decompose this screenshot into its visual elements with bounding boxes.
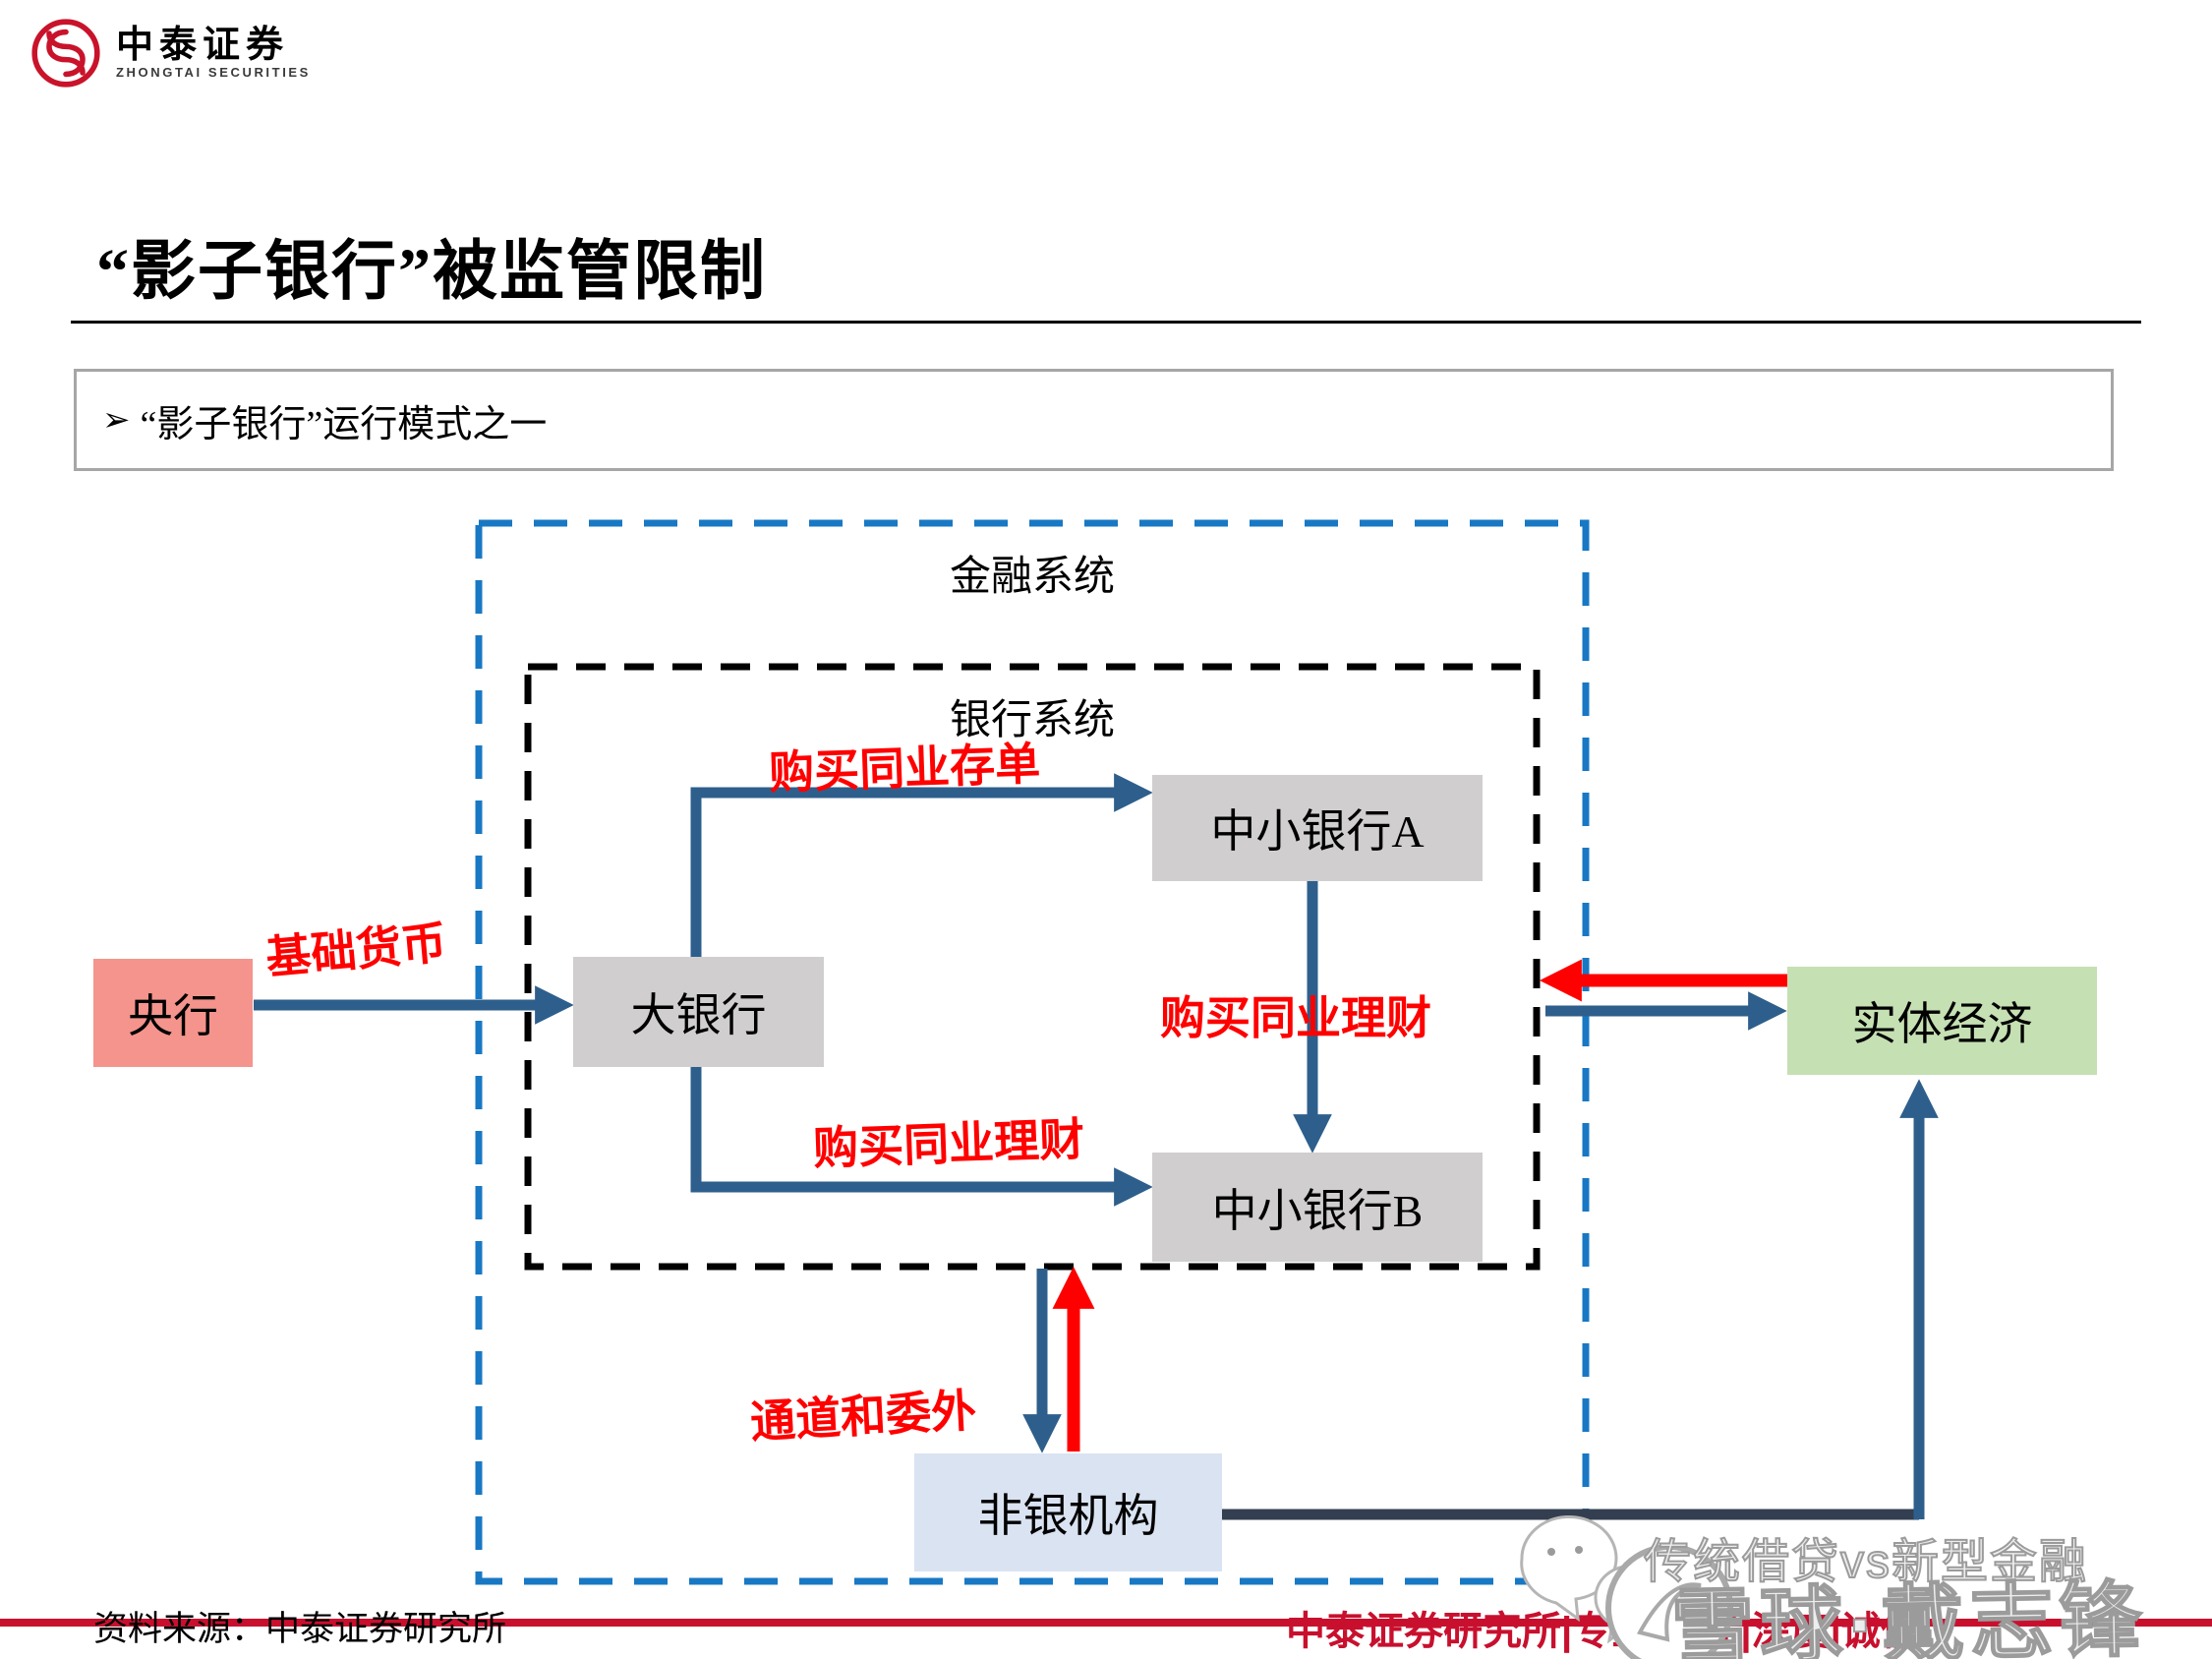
brand-name-cn: 中泰证券 bbox=[116, 24, 290, 66]
node-real-economy: 实体经济 bbox=[1787, 967, 2097, 1075]
footer-source: 资料来源：中泰证券研究所 bbox=[93, 1610, 507, 1648]
brand-logo: 中泰证券 ZHONGTAI SECURITIES bbox=[29, 14, 442, 92]
footer-rule bbox=[0, 1619, 2212, 1627]
arrow-buy-wmp-left bbox=[690, 1065, 1153, 1207]
edge-label-buy-ncd: 购买同业存单 bbox=[768, 739, 1041, 799]
banking-system-dashed-box bbox=[524, 663, 1541, 1271]
financial-system-dashed-box bbox=[475, 519, 1590, 1585]
edge-label-channel-outsourcing: 通道和委外 bbox=[749, 1386, 978, 1448]
page-title: “影子银行”被监管限制 bbox=[96, 236, 767, 308]
subtitle-box: ➢ “影子银行”运行模式之一 bbox=[74, 369, 2114, 471]
banking-system-label: 银行系统 bbox=[949, 698, 1116, 743]
title-underline bbox=[71, 321, 2141, 324]
node-central-bank: 央行 bbox=[93, 959, 253, 1067]
arrow-buy-ncd bbox=[690, 773, 1153, 959]
footer-slogan: 中泰证券研究所|专业|领先|深度|诚信 bbox=[1286, 1610, 1920, 1653]
edge-label-buy-wmp-right: 购买同业理财 bbox=[1160, 993, 1431, 1043]
zhongtai-emblem-icon bbox=[31, 19, 100, 88]
brand-name-en: ZHONGTAI SECURITIES bbox=[116, 65, 311, 81]
node-big-bank: 大银行 bbox=[573, 957, 824, 1067]
node-small-bank-b: 中小银行B bbox=[1152, 1153, 1483, 1262]
subtitle-text: “影子银行”运行模式之一 bbox=[140, 403, 548, 445]
node-nonbank: 非银机构 bbox=[914, 1453, 1222, 1571]
node-small-bank-a: 中小银行A bbox=[1152, 775, 1483, 881]
edge-label-buy-wmp-left: 购买同业理财 bbox=[812, 1114, 1085, 1174]
arrow-bullet-icon: ➢ bbox=[102, 402, 131, 439]
financial-system-label: 金融系统 bbox=[949, 555, 1116, 600]
